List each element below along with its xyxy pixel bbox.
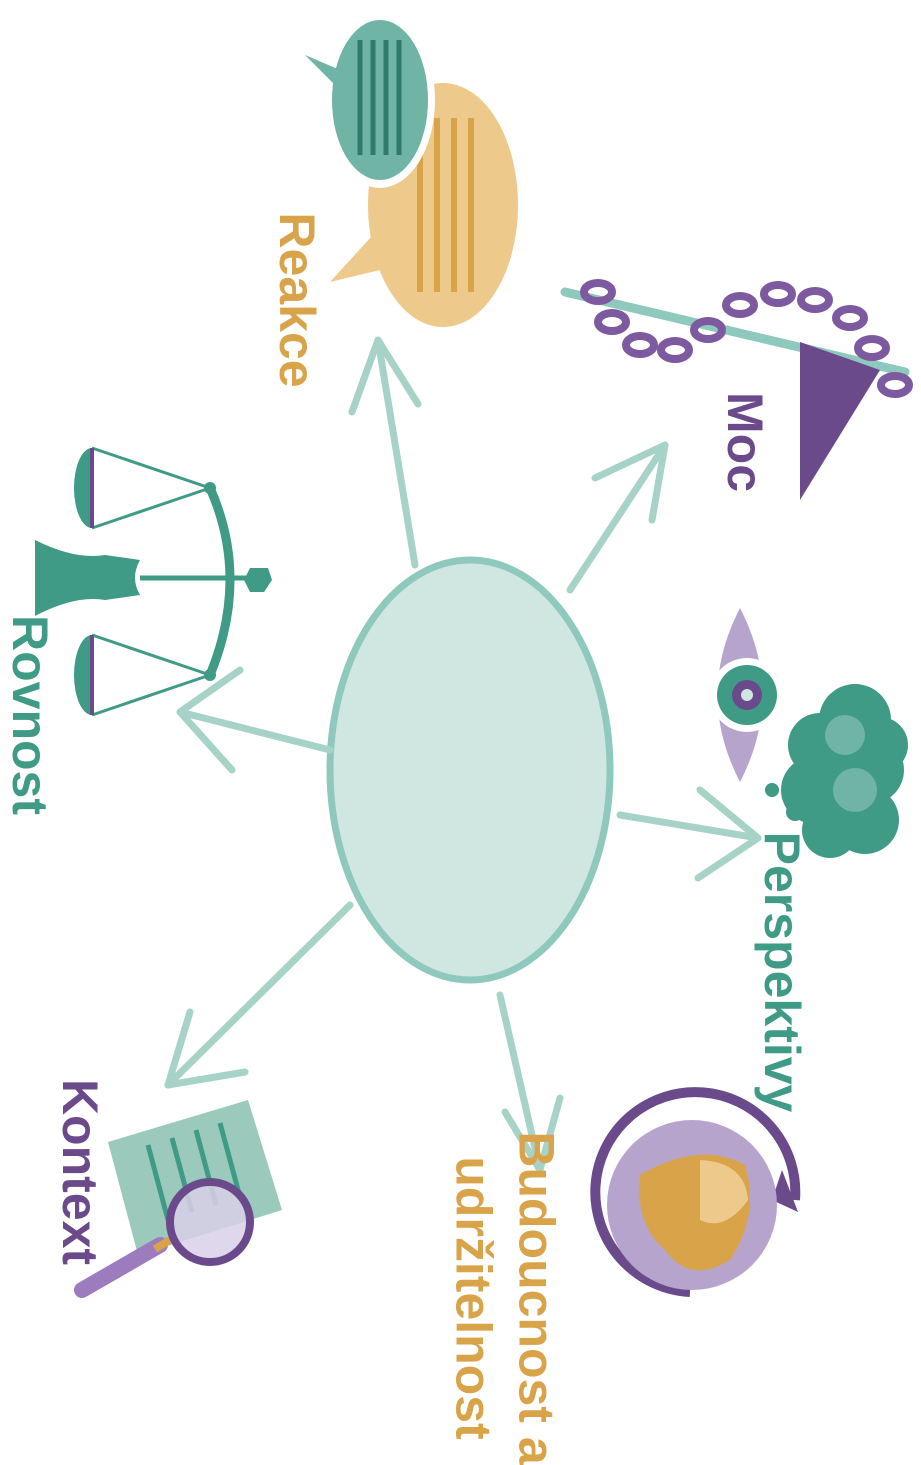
arrow-kontext [168,905,350,1085]
center-ellipse [330,560,610,980]
label-reakce: Reakce [272,212,322,387]
speech-bubbles-icon [305,12,518,327]
globe-cycle-icon [595,1092,798,1292]
arrow-moc [570,445,665,590]
label-budoucnost-line1: Budoucnost a [505,1131,568,1464]
label-kontext: Kontext [55,1079,105,1265]
arrow-rovnost [180,670,330,770]
label-budoucnost-line2: udržitelnost [443,1131,506,1464]
label-rovnost: Rovnost [5,615,55,815]
document-magnifier-icon [82,1100,282,1290]
label-perspektivy: Perspektivy [757,832,807,1113]
label-moc: Moc [720,392,770,492]
arrow-perspektivy [620,790,758,878]
arrow-reakce [352,340,418,565]
label-budoucnost: Budoucnost a udržitelnost [443,1131,568,1464]
